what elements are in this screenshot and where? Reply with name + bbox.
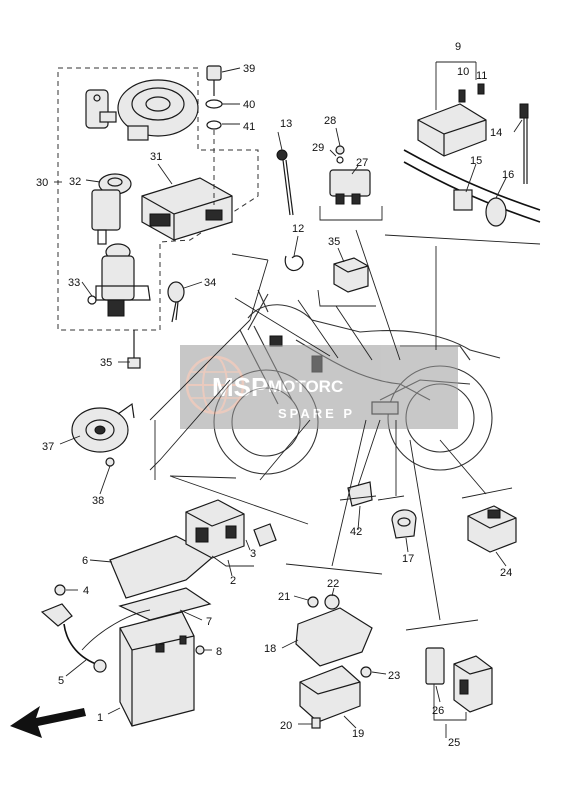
starter-relay-group	[185, 499, 277, 567]
clip-42-part	[347, 481, 373, 507]
clamp-13-part	[276, 149, 294, 216]
label-26: 26	[432, 705, 444, 717]
label-41: 41	[243, 121, 255, 133]
regulator-bracket-part	[295, 607, 373, 667]
label-34: 34	[204, 277, 216, 289]
regulator-group	[295, 594, 373, 729]
watermark-brand-line2: SPARE P	[278, 406, 355, 421]
battery-band-part	[109, 535, 216, 599]
watermark-logo: MSP	[212, 372, 268, 402]
group-bracket-lines	[149, 229, 513, 631]
relay-24-part	[467, 505, 517, 553]
label-28: 28	[324, 115, 336, 127]
label-4: 4	[83, 585, 89, 597]
ecu-part	[141, 177, 233, 241]
label-35-lower: 35	[100, 357, 112, 369]
front-direction-arrow-icon	[10, 706, 86, 738]
watermark-brand-line1: MOTORC	[268, 377, 343, 396]
wire-harness-part	[403, 149, 541, 227]
battery-bolt-8-part	[195, 645, 205, 655]
battery-cable-part	[40, 603, 107, 673]
fuel-cap-part	[117, 79, 199, 141]
clip-17-part	[391, 509, 417, 539]
lock-bolt-part	[127, 330, 141, 369]
label-7: 7	[206, 616, 212, 628]
label-40: 40	[243, 99, 255, 111]
label-21: 21	[278, 591, 290, 603]
label-25: 25	[448, 737, 460, 749]
rectifier-regulator-part	[299, 665, 361, 723]
label-13: 13	[280, 118, 292, 130]
label-22: 22	[327, 578, 339, 590]
battery-bolt-4-part	[54, 584, 66, 596]
battery-group	[40, 535, 216, 727]
label-14: 14	[490, 127, 502, 139]
label-29: 29	[312, 142, 324, 154]
bolt-20-part	[311, 717, 321, 729]
clip-12-part	[284, 255, 304, 271]
label-2: 2	[230, 575, 236, 587]
fuse-box-part	[417, 61, 487, 157]
label-31: 31	[150, 151, 162, 163]
label-leaders	[54, 67, 523, 738]
label-8: 8	[216, 646, 222, 658]
label-10: 10	[457, 66, 469, 78]
relay-35-part	[333, 257, 369, 293]
label-20: 20	[280, 720, 292, 732]
key-cylinder-part	[91, 173, 132, 245]
label-5: 5	[58, 675, 64, 687]
label-27: 27	[356, 157, 368, 169]
label-19: 19	[352, 728, 364, 740]
lock-set-group	[57, 65, 259, 369]
collar-23-part	[360, 666, 372, 678]
label-24: 24	[500, 567, 512, 579]
watermark: MSP MOTORC SPARE P	[180, 345, 458, 429]
label-16: 16	[502, 169, 514, 181]
label-39: 39	[243, 63, 255, 75]
label-37: 37	[42, 441, 54, 453]
horn-group	[71, 402, 135, 467]
key-part	[167, 281, 185, 323]
label-9: 9	[455, 41, 461, 53]
label-12: 12	[292, 223, 304, 235]
collar-21-part	[307, 596, 319, 608]
label-6: 6	[82, 555, 88, 567]
label-11: 11	[476, 70, 487, 82]
seat-lock-part	[85, 89, 117, 129]
label-18: 18	[264, 643, 276, 655]
label-23: 23	[388, 670, 400, 682]
label-32: 32	[69, 176, 81, 188]
label-35-upper: 35	[328, 236, 340, 248]
damper-22-part	[324, 594, 340, 610]
relay-25-group	[425, 647, 493, 721]
label-33: 33	[68, 277, 80, 289]
label-42: 42	[350, 526, 362, 538]
cable-tie-14-part	[519, 103, 529, 184]
label-15: 15	[470, 155, 482, 167]
label-3: 3	[250, 548, 256, 560]
ecu-bolt-part	[205, 65, 223, 205]
upper-right-group	[276, 61, 541, 307]
relay-27-part	[329, 145, 371, 205]
watermark-globe-icon	[185, 355, 245, 415]
battery-part	[119, 611, 195, 727]
label-38: 38	[92, 495, 104, 507]
ignition-switch-part	[87, 243, 151, 317]
label-17: 17	[402, 553, 414, 565]
label-1: 1	[97, 712, 103, 724]
part-labels: 1 2 3 4 5 6 7 8 9 10 11 12 13 14 15 16 1…	[36, 41, 514, 749]
label-30: 30	[36, 177, 48, 189]
